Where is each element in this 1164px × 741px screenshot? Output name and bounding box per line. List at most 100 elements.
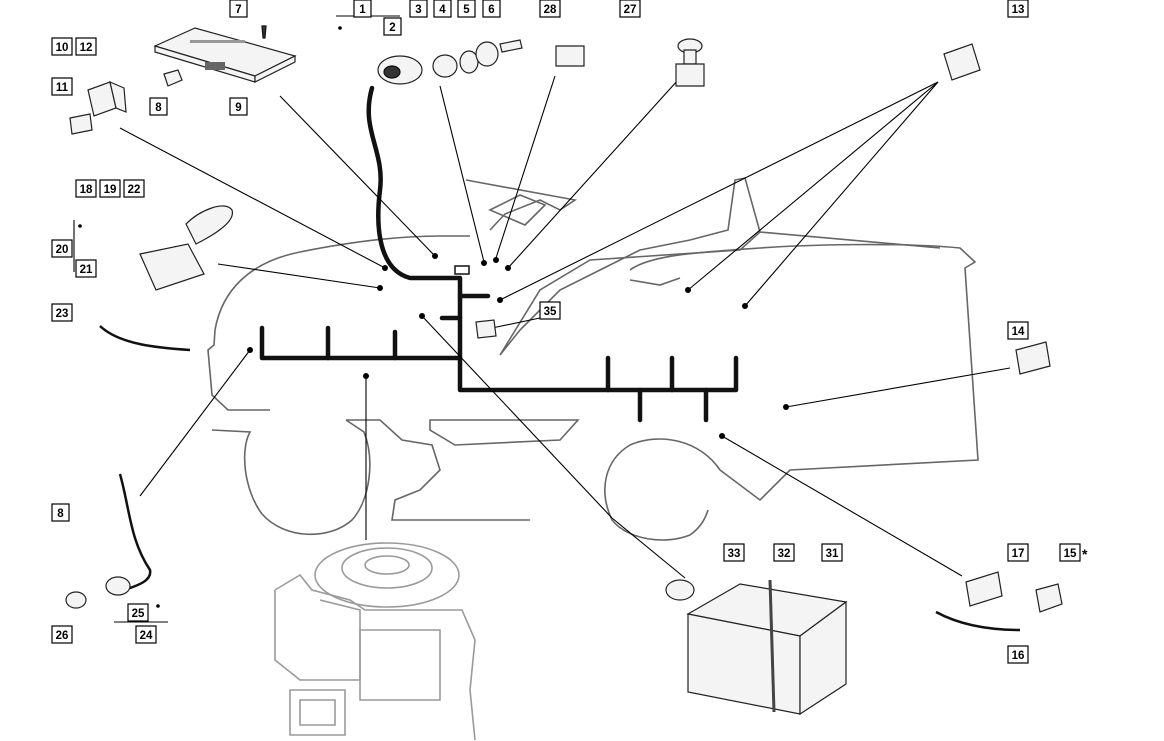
callout-c4: 4 bbox=[433, 0, 452, 18]
callout-box bbox=[123, 179, 145, 198]
callout-box bbox=[409, 0, 428, 18]
screw-part bbox=[261, 25, 267, 39]
callout-number: 6 bbox=[488, 4, 494, 16]
callout-number: 20 bbox=[56, 244, 69, 256]
callout-number: 1 bbox=[359, 4, 366, 16]
callout-c12: 12 bbox=[75, 37, 97, 56]
callout-c32: 32 bbox=[773, 543, 795, 562]
sensor-part bbox=[965, 571, 1003, 607]
callout-box bbox=[229, 0, 248, 18]
callout-c27: 27 bbox=[619, 0, 641, 18]
callout-c28: 28 bbox=[539, 0, 561, 18]
callout-box bbox=[127, 603, 149, 622]
solenoid-part bbox=[139, 243, 205, 291]
callout-c13: 13 bbox=[1007, 0, 1029, 18]
callout-box bbox=[539, 0, 561, 18]
callout-box bbox=[1007, 645, 1029, 664]
callout-c7: 7 bbox=[229, 0, 248, 18]
callout-c14: 14 bbox=[1007, 321, 1029, 340]
callout-number: 19 bbox=[104, 184, 117, 196]
callout-box bbox=[99, 179, 121, 198]
callout-number: 2 bbox=[389, 22, 395, 34]
callout-box bbox=[1007, 321, 1029, 340]
callout-number: 10 bbox=[56, 42, 69, 54]
callout-c20: 20 bbox=[51, 239, 73, 258]
callout-number: 22 bbox=[128, 184, 141, 196]
callout-number: 5 bbox=[463, 4, 470, 16]
callout-number: 17 bbox=[1012, 548, 1025, 560]
callout-number: 15 bbox=[1064, 548, 1077, 560]
fuse-holder-part bbox=[69, 113, 93, 135]
cable-part-23 bbox=[99, 325, 191, 352]
callout-c18: 18 bbox=[75, 179, 97, 198]
callout-box bbox=[1059, 543, 1081, 562]
callout-c5: 5 bbox=[457, 0, 476, 18]
callout-c3: 3 bbox=[409, 0, 428, 18]
callout-c2: 2 bbox=[383, 17, 402, 36]
engine-illustration bbox=[274, 542, 476, 741]
ignition-switch-part bbox=[377, 55, 423, 85]
callout-box bbox=[433, 0, 452, 18]
callout-number: 18 bbox=[80, 184, 93, 196]
callout-box bbox=[1007, 0, 1029, 18]
callout-c11: 11 bbox=[51, 77, 73, 96]
washer-part bbox=[459, 50, 479, 74]
clip-part bbox=[163, 69, 183, 87]
callout-number: 23 bbox=[56, 308, 69, 320]
callout-box bbox=[75, 259, 97, 278]
callout-c6: 6 bbox=[482, 0, 501, 18]
callout-c16: 16 bbox=[1007, 645, 1029, 664]
callout-number: 25 bbox=[132, 608, 145, 620]
callout-c10: 10 bbox=[51, 37, 73, 56]
wiring-harness bbox=[259, 85, 739, 423]
callout-number: 9 bbox=[235, 102, 241, 114]
key-part bbox=[499, 39, 523, 53]
callout-box bbox=[821, 543, 843, 562]
nut-part bbox=[432, 54, 458, 78]
callout-c21: 21 bbox=[75, 259, 97, 278]
lamp-socket-part bbox=[105, 576, 131, 596]
callout-box bbox=[773, 543, 795, 562]
lamp-cable-part bbox=[118, 473, 152, 592]
callout-box bbox=[383, 17, 402, 36]
mushroom-button-part bbox=[675, 38, 705, 87]
leader-lines bbox=[119, 75, 1011, 579]
relay-part bbox=[87, 80, 127, 117]
callout-box bbox=[229, 97, 248, 116]
callout-number: 21 bbox=[80, 264, 93, 276]
bulb-33-part bbox=[665, 579, 695, 601]
callout-box bbox=[149, 97, 168, 116]
callout-c19: 19 bbox=[99, 179, 121, 198]
asterisk-mark: * bbox=[1082, 546, 1088, 562]
ring-part bbox=[475, 41, 499, 67]
callout-c8a: 8 bbox=[149, 97, 168, 116]
callout-number: 27 bbox=[624, 4, 637, 16]
callout-c35: 35 bbox=[539, 301, 561, 320]
callout-box bbox=[75, 37, 97, 56]
callout-number: 28 bbox=[544, 4, 557, 16]
rocker-switch-part bbox=[943, 43, 981, 81]
callout-number: 13 bbox=[1012, 4, 1025, 16]
callout-c17: 17 bbox=[1007, 543, 1029, 562]
callout-c8b: 8 bbox=[51, 503, 70, 522]
callout-number: 11 bbox=[56, 82, 69, 94]
callout-box bbox=[539, 301, 561, 320]
callout-number: 8 bbox=[155, 102, 162, 114]
callout-number: 12 bbox=[80, 42, 93, 54]
callout-number: 4 bbox=[439, 4, 446, 16]
callout-number: 26 bbox=[56, 630, 69, 642]
toggle-switch-part bbox=[555, 45, 585, 67]
callout-box bbox=[51, 625, 73, 644]
pressure-sensor-part bbox=[1035, 583, 1063, 613]
callout-box bbox=[723, 543, 745, 562]
callout-c31: 31 bbox=[821, 543, 843, 562]
callout-c33: 33 bbox=[723, 543, 745, 562]
microswitch-part bbox=[1015, 341, 1051, 375]
callout-box bbox=[51, 77, 73, 96]
callout-number: 14 bbox=[1012, 326, 1025, 338]
callout-c24: 24 bbox=[135, 625, 157, 644]
callout-c22: 22 bbox=[123, 179, 145, 198]
